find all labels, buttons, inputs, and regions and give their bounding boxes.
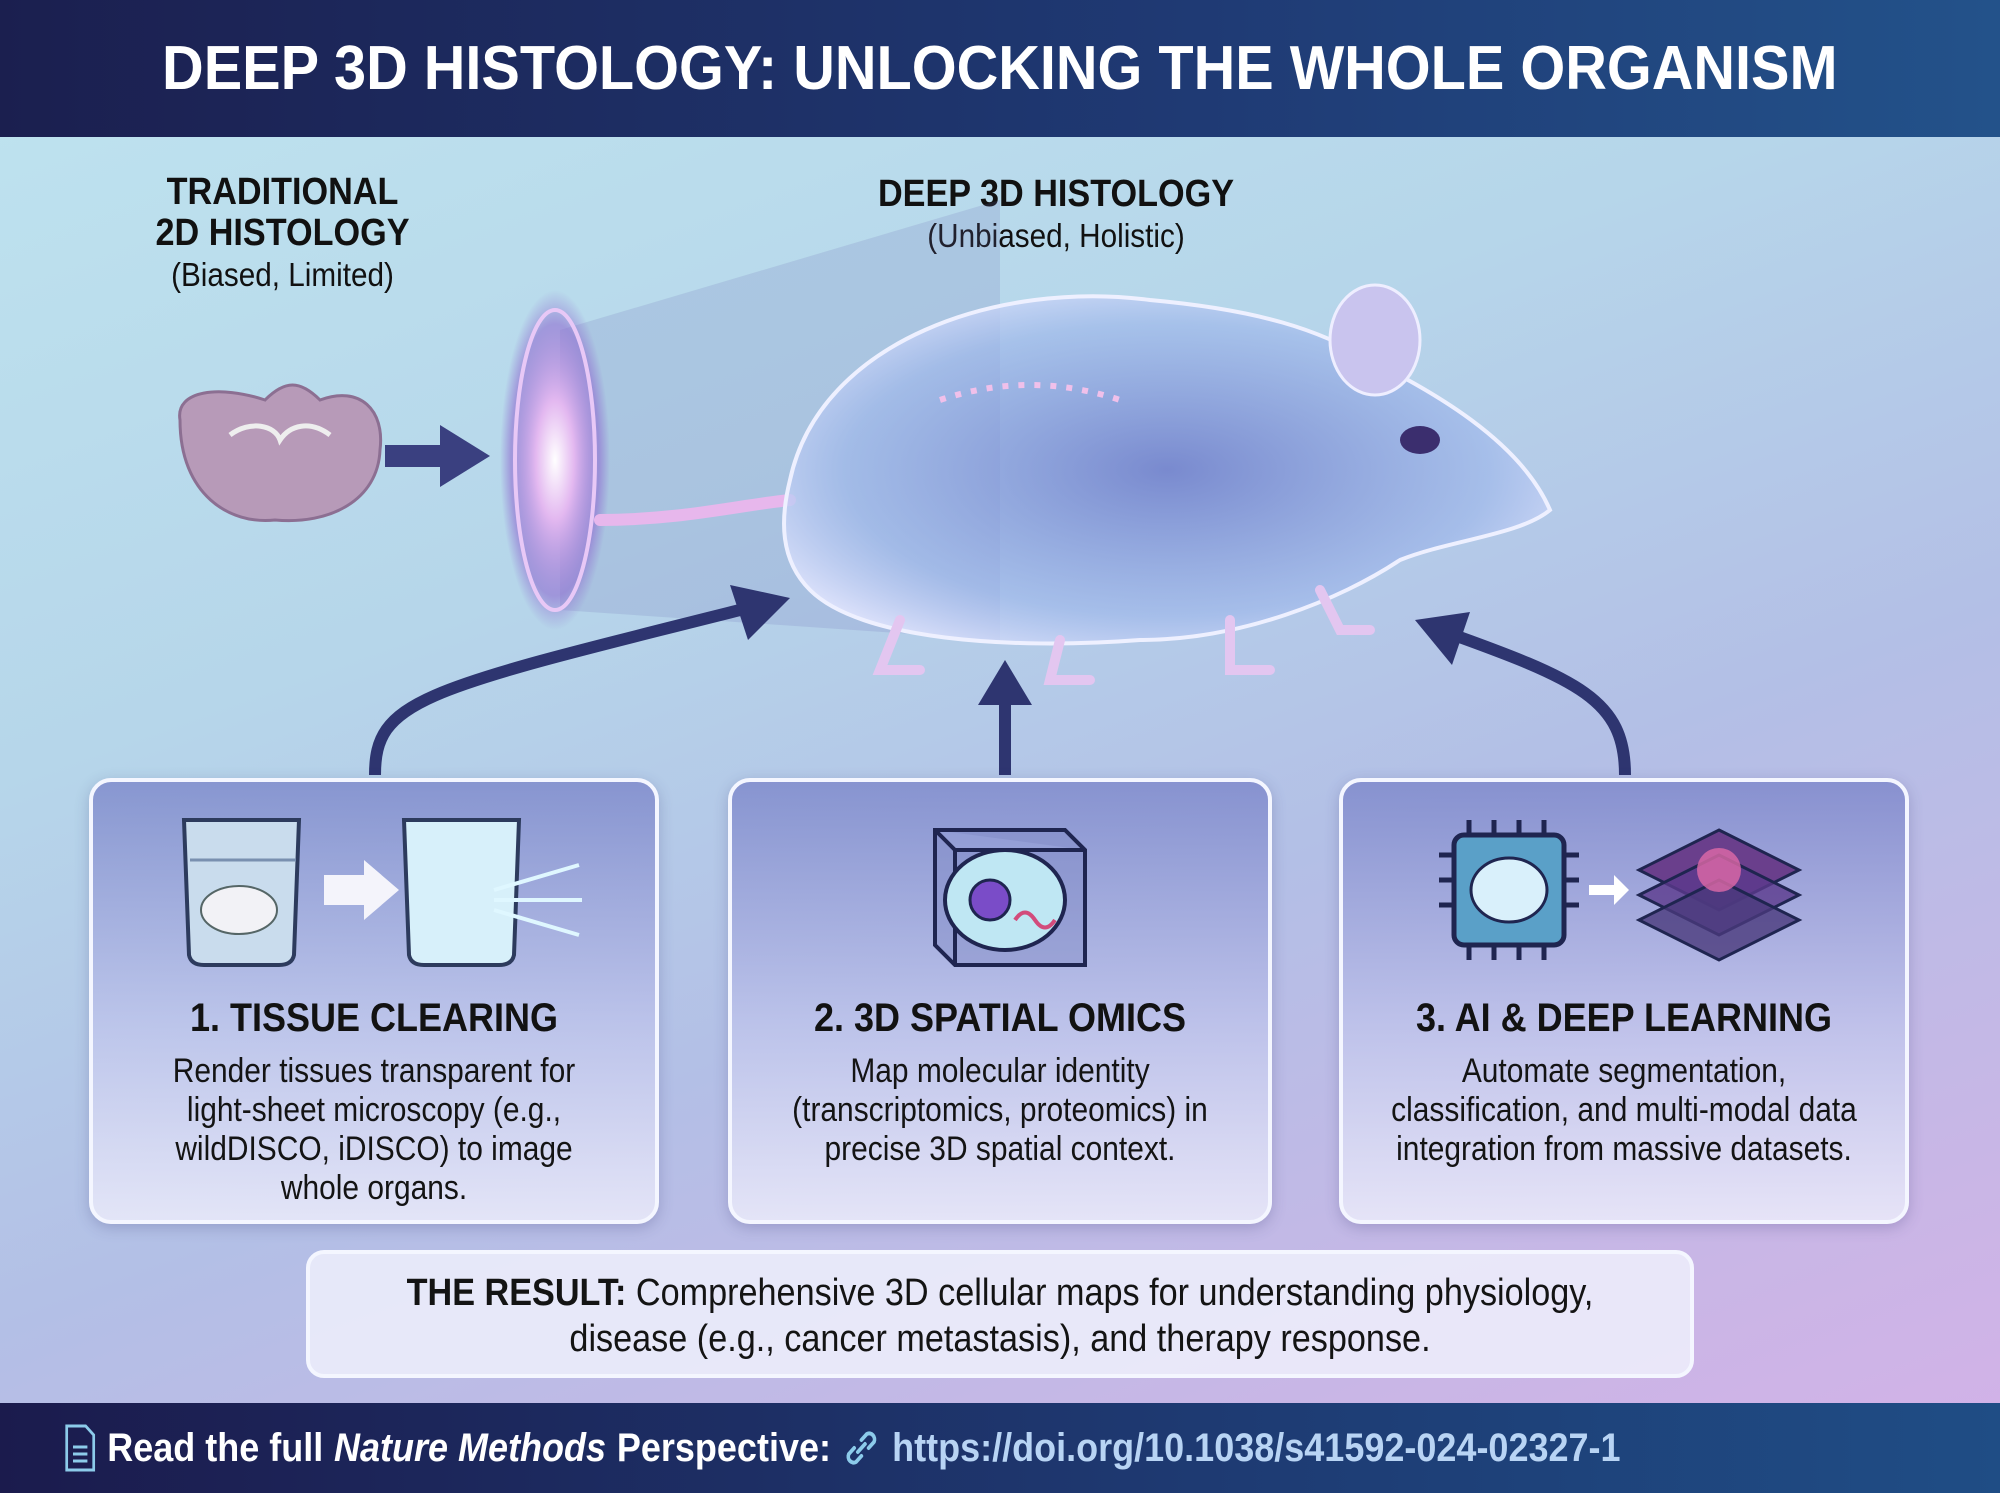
traditional-label-line1: TRADITIONAL [166,171,399,213]
portal-ring [500,290,610,630]
card-line: wildDISCO, iDISCO) to image [175,1130,573,1168]
card-tissue-clearing: 1. TISSUE CLEARING Render tissues transp… [89,778,659,1224]
card-line: whole organs. [280,1169,468,1207]
card-line: Render tissues transparent for [172,1052,576,1090]
footer-bar: Read the full Nature Methods Perspective… [0,1403,2000,1493]
card-title: 1. TISSUE CLEARING [189,996,559,1040]
card-line: integration from massive datasets. [1396,1130,1852,1168]
cell-in-cube-icon [933,828,1087,967]
beakers-icon [181,818,582,967]
card-description: Automate segmentation, classification, a… [1377,1052,1872,1169]
flow-arrows [369,604,1631,776]
card-spatial-omics: 2. 3D SPATIAL OMICS Map molecular identi… [728,778,1272,1224]
header-banner: DEEP 3D HISTOLOGY: UNLOCKING THE WHOLE O… [0,0,2000,137]
hero-illustration [178,200,1631,776]
card-line: precise 3D spatial context. [824,1130,1176,1168]
arrow-right-icon [385,425,490,487]
card-line: Automate segmentation, [1461,1052,1787,1090]
deep3d-label-title: DEEP 3D HISTOLOGY [877,173,1235,215]
traditional-label-line2: 2D HISTOLOGY [155,212,410,254]
card-line: Map molecular identity [850,1052,1150,1090]
deep3d-label: DEEP 3D HISTOLOGY (Unbiased, Holistic) [820,174,1292,256]
card-description: Map molecular identity (transcriptomics,… [764,1052,1236,1169]
ai-chip-layers-icon [1439,820,1803,962]
brain-chip-icon [1439,820,1579,960]
footer-journal: Nature Methods [334,1425,607,1470]
link-icon [846,1431,877,1465]
card-description: Render tissues transparent for light-she… [127,1052,622,1208]
card-line: classification, and multi-modal data [1391,1091,1857,1129]
card-line: (transcriptomics, proteomics) in [792,1091,1208,1129]
footer-prefix: Read the full [107,1425,324,1470]
result-text-line2: disease (e.g., cancer metastasis), and t… [569,1318,1431,1360]
card-title: 2. 3D SPATIAL OMICS [813,996,1187,1040]
brain-slice-image [178,383,383,523]
deep3d-label-sub: (Unbiased, Holistic) [927,217,1185,254]
result-text-line1: Comprehensive 3D cellular maps for under… [635,1272,1594,1314]
document-icon [65,1424,96,1472]
doi-link[interactable]: https://doi.org/10.1038/s41592-024-02327… [892,1425,1621,1470]
card-title: 3. AI & DEEP LEARNING [1415,996,1833,1040]
result-box: THE RESULT: Comprehensive 3D cellular ma… [306,1250,1694,1378]
card-line: light-sheet microscopy (e.g., [186,1091,562,1129]
page-title: DEEP 3D HISTOLOGY: UNLOCKING THE WHOLE O… [162,34,1838,103]
result-label: THE RESULT: [406,1272,627,1314]
traditional-label-sub: (Biased, Limited) [171,256,394,293]
data-layers-icon [1635,828,1803,962]
traditional-label: TRADITIONAL 2D HISTOLOGY (Biased, Limite… [140,172,425,295]
mouse-illustration [594,283,1553,685]
card-ai-deep-learning: 3. AI & DEEP LEARNING Automate segmentat… [1339,778,1909,1224]
footer-suffix: Perspective: [616,1425,831,1470]
